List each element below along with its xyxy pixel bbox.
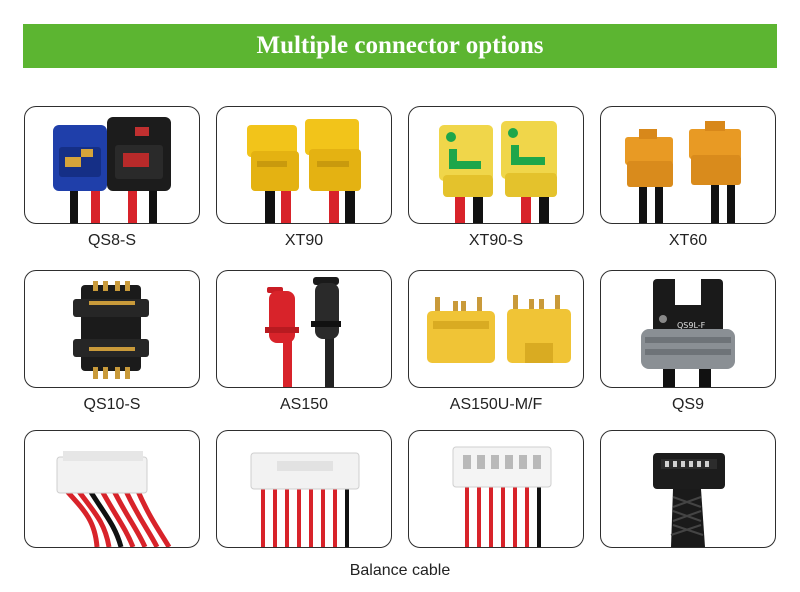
as150-card[interactable]	[216, 270, 392, 388]
balance-cable-connector-icon	[250, 452, 360, 547]
qs10-s-connector-icon	[73, 281, 149, 379]
page-banner-title: Multiple connector options	[23, 24, 777, 68]
connector-label: QS9	[671, 396, 704, 413]
connector-label: XT90-S	[468, 232, 524, 249]
qs10-s-card[interactable]	[24, 270, 200, 388]
balance-cable-connector-icon	[452, 446, 552, 547]
balance-cable-label: Balance cable	[349, 562, 451, 579]
qs9-printed-model: QS9L-F	[677, 321, 706, 330]
balance-cable-card-2[interactable]	[216, 430, 392, 548]
connector-label: AS150U-M/F	[449, 396, 543, 413]
as150u-card[interactable]	[408, 270, 584, 388]
connector-label: QS10-S	[83, 396, 141, 413]
qs9-connector-icon: QS9L-F	[641, 279, 735, 387]
xt90-card[interactable]	[216, 106, 392, 224]
balance-cable-connector-icon	[56, 451, 172, 547]
connector-label: XT90	[284, 232, 324, 249]
balance-cable-card-3[interactable]	[408, 430, 584, 548]
balance-cable-card-4[interactable]	[600, 430, 776, 548]
qs9-card[interactable]: QS9L-F	[600, 270, 776, 388]
balance-cable-connector-icon	[653, 453, 725, 547]
connector-label: QS8-S	[87, 232, 136, 249]
xt60-card[interactable]	[600, 106, 776, 224]
qs8-s-connector-icon	[53, 117, 171, 223]
as150u-connector-icon	[427, 295, 571, 363]
xt90-connector-icon	[247, 119, 361, 223]
as150-connector-icon	[265, 277, 341, 387]
xt90-s-connector-icon	[439, 121, 557, 223]
connector-label: XT60	[668, 232, 708, 249]
balance-cable-card-1[interactable]	[24, 430, 200, 548]
xt60-connector-icon	[625, 121, 741, 223]
qs8-s-card[interactable]	[24, 106, 200, 224]
connector-label: AS150	[279, 396, 329, 413]
xt90-s-card[interactable]	[408, 106, 584, 224]
